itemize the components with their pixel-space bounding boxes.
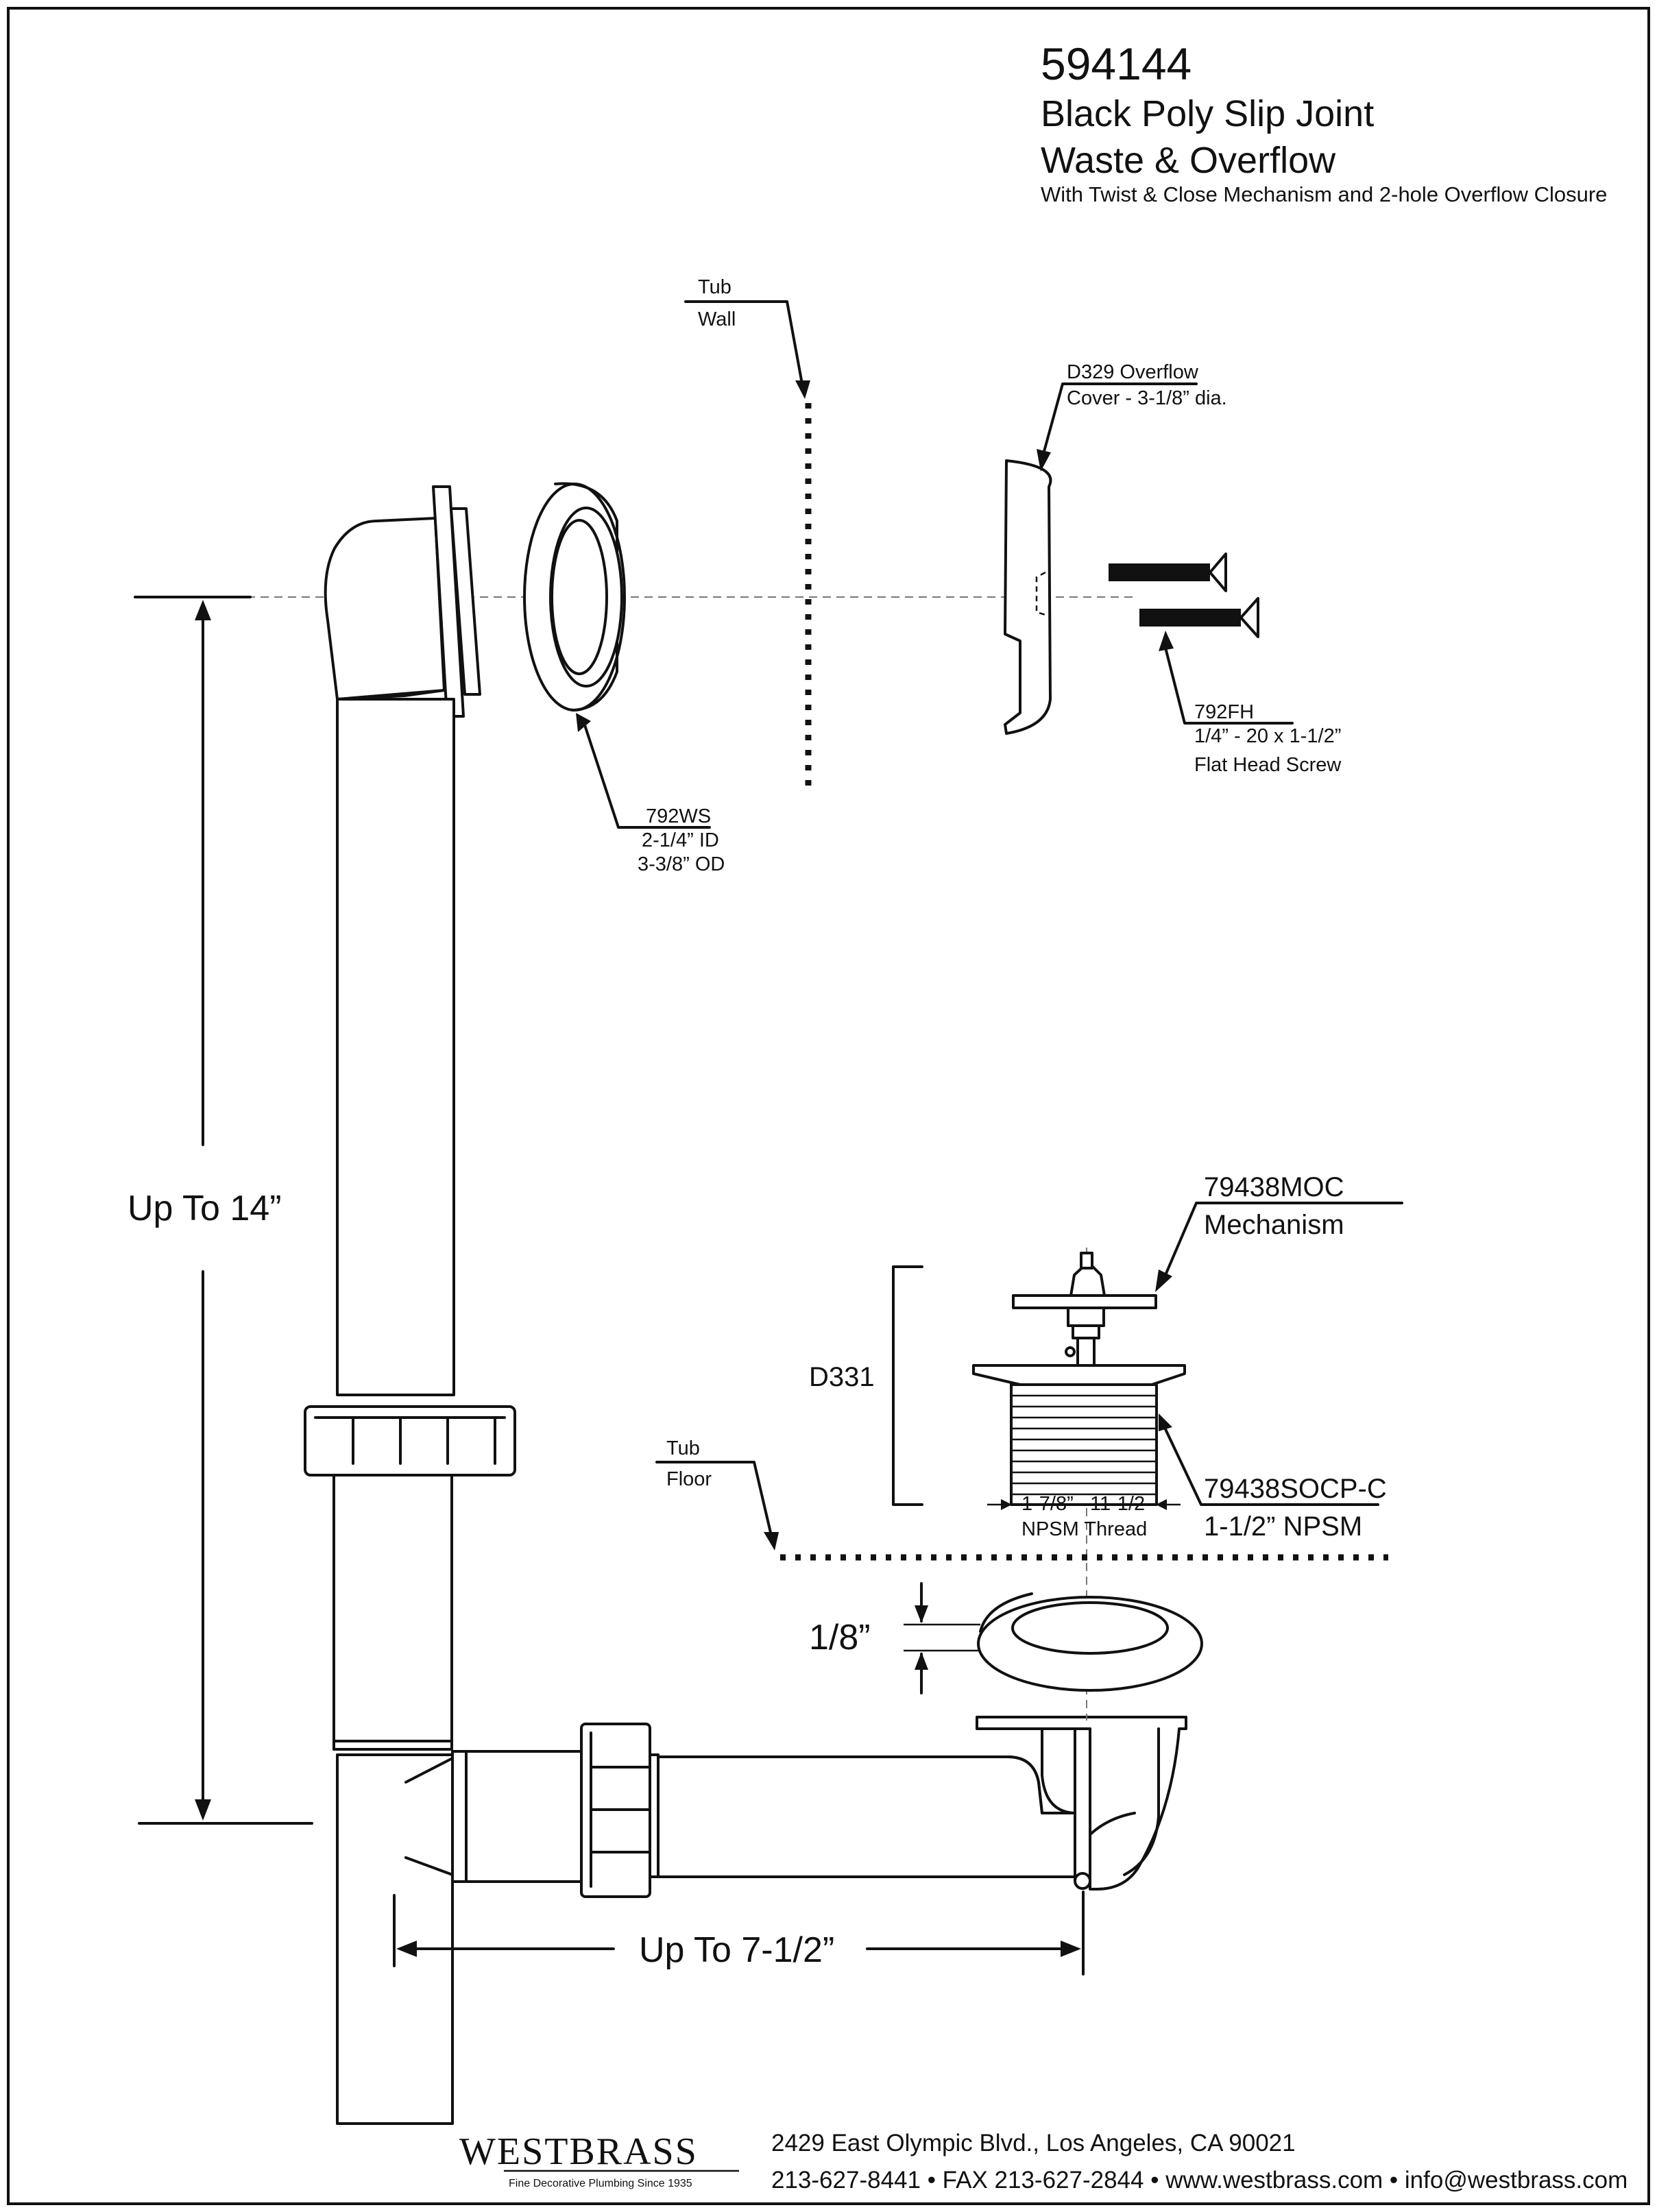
- label-792fh-3: Flat Head Screw: [1194, 754, 1342, 776]
- d331-bracket: D331: [809, 1265, 923, 1506]
- thread-type: NPSM Thread: [1021, 1518, 1147, 1540]
- overflow-elbow: [324, 485, 481, 718]
- title-line-2: Waste & Overflow: [1041, 140, 1336, 181]
- title-line-3: With Twist & Close Mechanism and 2-hole …: [1041, 182, 1607, 206]
- label-792fh-1: 792FH: [1194, 701, 1254, 723]
- label-moc-2: Mechanism: [1204, 1210, 1344, 1240]
- label-tub-wall-1: Tub: [698, 276, 731, 298]
- height-dimension-label: Up To 14”: [128, 1189, 282, 1228]
- label-socp-2: 1-1/2” NPSM: [1204, 1511, 1362, 1542]
- footer-address: 2429 East Olympic Blvd., Los Angeles, CA…: [771, 2130, 1296, 2156]
- footer: WESTBRASS Fine Decorative Plumbing Since…: [459, 2130, 1628, 2193]
- thread-size: 1-7/8”: [1021, 1493, 1074, 1515]
- brand-name: WESTBRASS: [459, 2130, 698, 2173]
- width-dimension-label: Up To 7-1/2”: [639, 1930, 834, 1970]
- mechanism-79438moc: [1012, 1252, 1157, 1367]
- overflow-cover-d329: [1004, 459, 1052, 735]
- thread-pitch: 11-1/2: [1090, 1493, 1145, 1515]
- gasket-thickness-label: 1/8”: [809, 1618, 871, 1657]
- overflow-gasket-792ws: [523, 482, 626, 712]
- label-moc-1: 79438MOC: [1204, 1172, 1344, 1202]
- label-792ws-1: 792WS: [646, 805, 711, 827]
- page-border: [7, 7, 1650, 2205]
- title-block: 594144 Black Poly Slip Joint Waste & Ove…: [1041, 38, 1607, 206]
- label-d331: D331: [809, 1362, 875, 1392]
- waste-tee: [336, 1750, 583, 2125]
- title-line-1: Black Poly Slip Joint: [1041, 93, 1374, 134]
- strainer-79438socp-c: [972, 1364, 1186, 1506]
- label-tub-wall: Tub Wall: [684, 276, 810, 399]
- westbrass-logo: WESTBRASS Fine Decorative Plumbing Since…: [459, 2130, 739, 2189]
- vertical-slip-nut: [304, 1405, 516, 1476]
- waste-arm-tube: [657, 1755, 1078, 1878]
- footer-contact: 213-627-8441 • FAX 213-627-2844 • www.we…: [771, 2167, 1628, 2193]
- model-number: 594144: [1041, 38, 1192, 89]
- lower-vertical-tube: [332, 1474, 453, 1751]
- label-792ws-3: 3-3/8” OD: [638, 853, 725, 875]
- label-d329-1: D329 Overflow: [1067, 361, 1199, 383]
- label-79438moc: 79438MOC Mechanism: [1155, 1172, 1403, 1292]
- label-792fh-2: 1/4” - 20 x 1-1/2”: [1194, 725, 1341, 747]
- label-792fh: 792FH 1/4” - 20 x 1-1/2” Flat Head Screw: [1159, 631, 1342, 776]
- floor-gasket: [977, 1592, 1203, 1692]
- width-dimension: Up To 7-1/2”: [393, 1891, 1085, 1976]
- label-tub-floor-1: Tub: [666, 1437, 700, 1459]
- thread-dimension: 1-7/8” 11-1/2 NPSM Thread: [987, 1493, 1181, 1540]
- label-d329: D329 Overflow Cover - 3-1/8” dia.: [1037, 361, 1227, 472]
- label-socp-1: 79438SOCP-C: [1204, 1474, 1387, 1504]
- label-tub-floor-2: Floor: [666, 1468, 712, 1490]
- height-dimension: Up To 14”: [128, 596, 313, 1825]
- label-792ws-2: 2-1/4” ID: [642, 829, 719, 851]
- overflow-drop-pipe: [336, 698, 455, 1396]
- overflow-screws: [1109, 552, 1259, 638]
- label-tub-floor: Tub Floor: [655, 1437, 779, 1551]
- brand-tagline: Fine Decorative Plumbing Since 1935: [509, 2178, 692, 2189]
- label-tub-wall-2: Wall: [698, 308, 736, 330]
- waste-shoe: [976, 1716, 1187, 1891]
- gasket-thickness-dimension: 1/8”: [809, 1582, 980, 1694]
- label-d329-2: Cover - 3-1/8” dia.: [1067, 387, 1227, 409]
- horizontal-slip-nut: [580, 1723, 660, 1898]
- label-79438socp-c: 79438SOCP-C 1-1/2” NPSM: [1159, 1413, 1387, 1542]
- label-792ws: 792WS 2-1/4” ID 3-3/8” OD: [576, 713, 725, 875]
